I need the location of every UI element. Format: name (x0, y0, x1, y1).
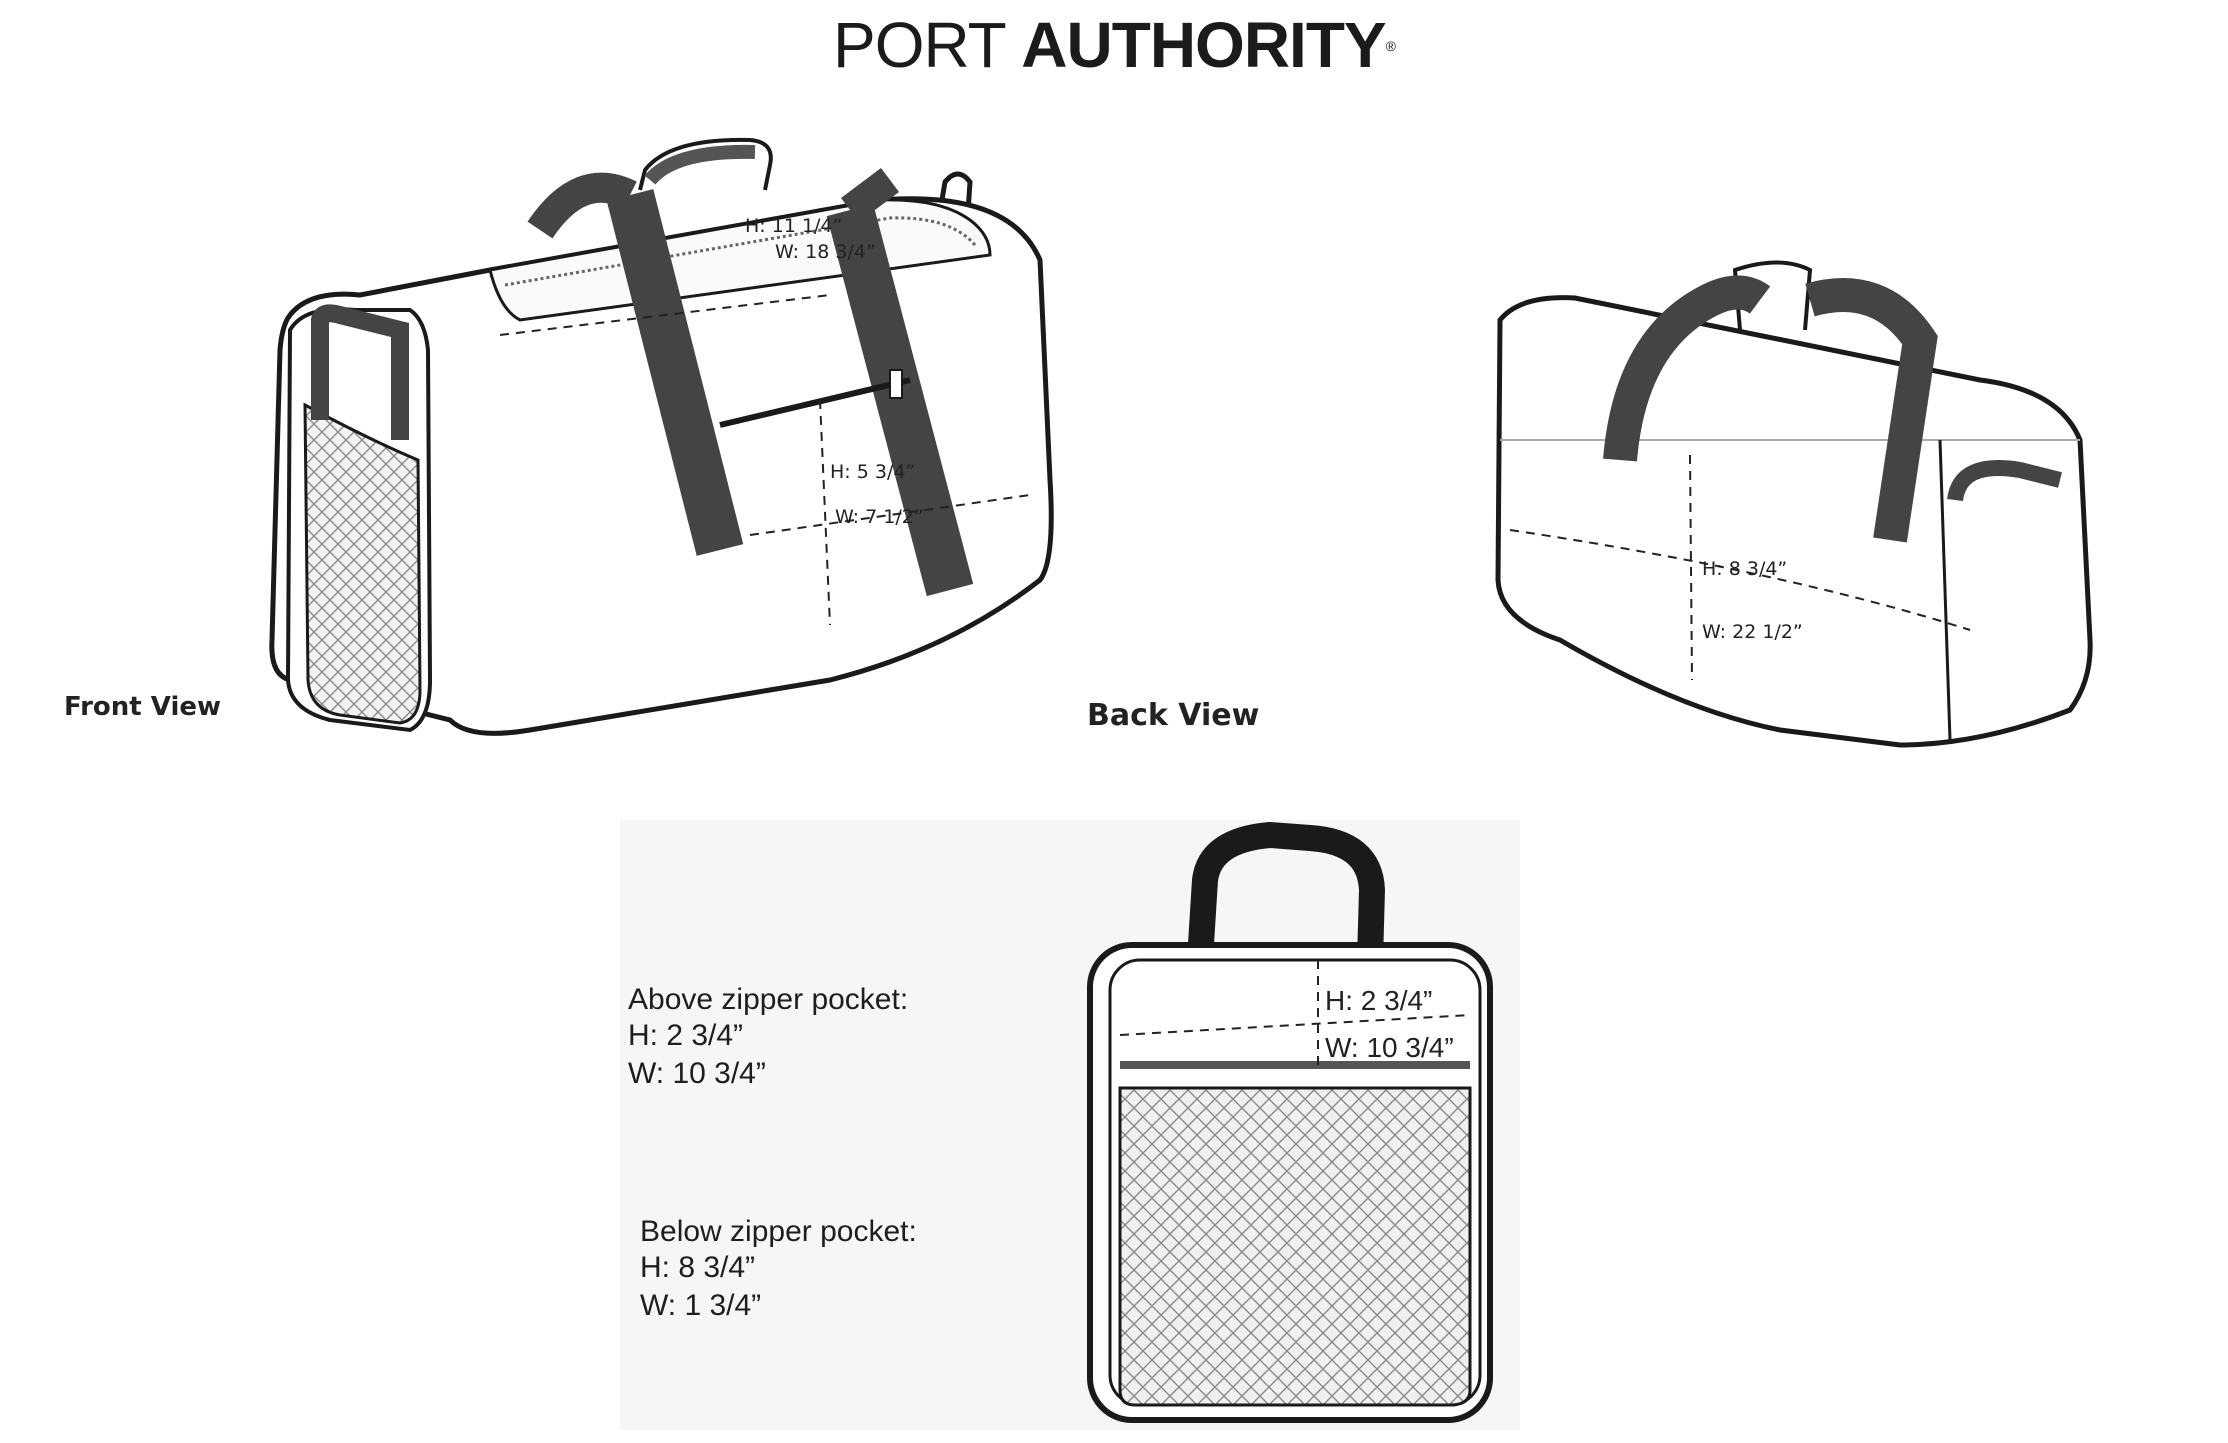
front-view-label: Front View (64, 692, 222, 722)
above-zipper-title: Above zipper pocket: (628, 983, 909, 1016)
back-end-panel-edge (1938, 439, 1952, 741)
top-handle-grip (644, 144, 756, 185)
end-view-handle (1187, 821, 1386, 961)
bag-body (269, 196, 1054, 736)
below-zipper-width: W: 1 3/4” (640, 1289, 762, 1322)
top-zipper (504, 216, 977, 287)
pocket-height-guide (819, 399, 831, 626)
end-handle (311, 304, 409, 440)
end-view-mesh (1118, 1086, 1472, 1407)
above-zipper-height: H: 2 3/4” (628, 1019, 744, 1052)
top-height-dim: H: 11 1/4” (745, 215, 842, 237)
back-width-dim: W: 22 1/2” (1702, 621, 1803, 643)
below-zipper-note: Below zipper pocket: H: 8 3/4” W: 1 3/4” (640, 1215, 917, 1325)
back-view-label: Back View (1087, 698, 1260, 733)
strap-right-top (841, 167, 899, 223)
strap-left (606, 189, 744, 556)
shoulder-ring-right (937, 171, 973, 213)
front-zipper-pull (889, 369, 903, 399)
pocket-width-dim: W: 7 1/2” (835, 506, 924, 528)
brand-light: PORT (833, 9, 1005, 81)
front-pocket-zipper (719, 377, 911, 428)
above-zipper-width: W: 10 3/4” (628, 1057, 766, 1090)
back-height-dim: H: 8 3/4” (1702, 558, 1787, 580)
back-height-guide (1689, 454, 1693, 681)
below-zipper-title: Below zipper pocket: (640, 1215, 917, 1248)
end-width-guide (1119, 1014, 1471, 1036)
back-width-guide (1509, 529, 1971, 631)
brand-logo: PORT AUTHORITY® (0, 8, 2228, 82)
brand-bold: AUTHORITY (1021, 9, 1386, 81)
top-width-dim: W: 18 3/4” (775, 241, 876, 263)
below-zipper-height: H: 8 3/4” (640, 1251, 756, 1284)
end-width-dim: W: 10 3/4” (1325, 1032, 1454, 1063)
end-mesh-pocket (303, 402, 422, 725)
front-view-bag: H: 11 1/4” W: 18 3/4” H: 5 3/4” W: 7 1/2… (269, 137, 1054, 736)
back-strap-left (1603, 275, 1771, 462)
end-height-dim: H: 2 3/4” (1325, 985, 1432, 1016)
above-zipper-note: Above zipper pocket: H: 2 3/4” W: 10 3/4… (628, 983, 908, 1093)
strap-right (826, 203, 974, 597)
back-strap-right (1805, 278, 1938, 543)
back-bag-body (1495, 295, 2093, 748)
top-width-guide (499, 294, 831, 336)
pocket-height-dim: H: 5 3/4” (830, 461, 915, 483)
back-view-bag: H: 8 3/4” W: 22 1/2” (1495, 260, 2093, 748)
back-end-handle (1947, 460, 2062, 502)
strap-left-top (527, 172, 637, 239)
end-view-bag: H: 2 3/4” W: 10 3/4” (1087, 821, 1493, 1423)
registered-mark: ® (1385, 38, 1396, 54)
